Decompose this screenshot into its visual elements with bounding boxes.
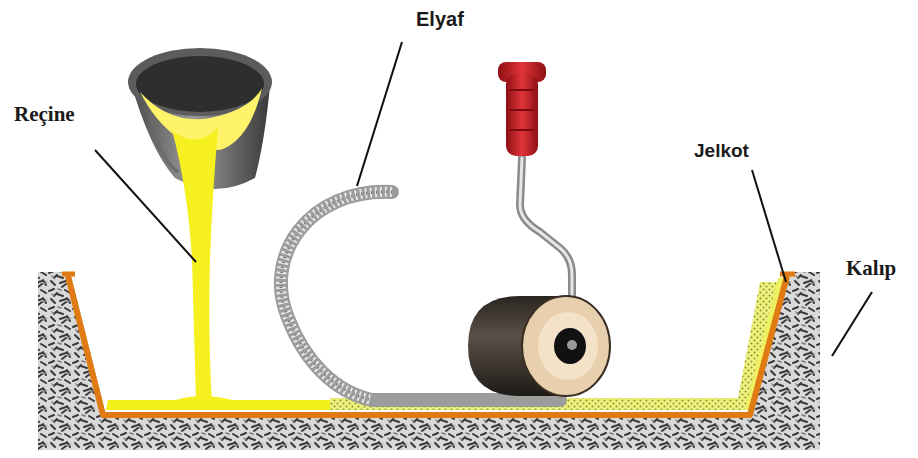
part-label: Elyaf (416, 8, 464, 31)
part-label: Kalıp (846, 256, 896, 281)
roller (468, 62, 610, 396)
leader-lines (95, 42, 872, 356)
part-label: Jelkot (694, 140, 749, 162)
mould (38, 272, 820, 450)
part-label: Reçine (14, 102, 75, 127)
resin-stream (172, 128, 218, 402)
resin-puddle (170, 396, 240, 402)
gelcoat-rim (62, 272, 75, 277)
